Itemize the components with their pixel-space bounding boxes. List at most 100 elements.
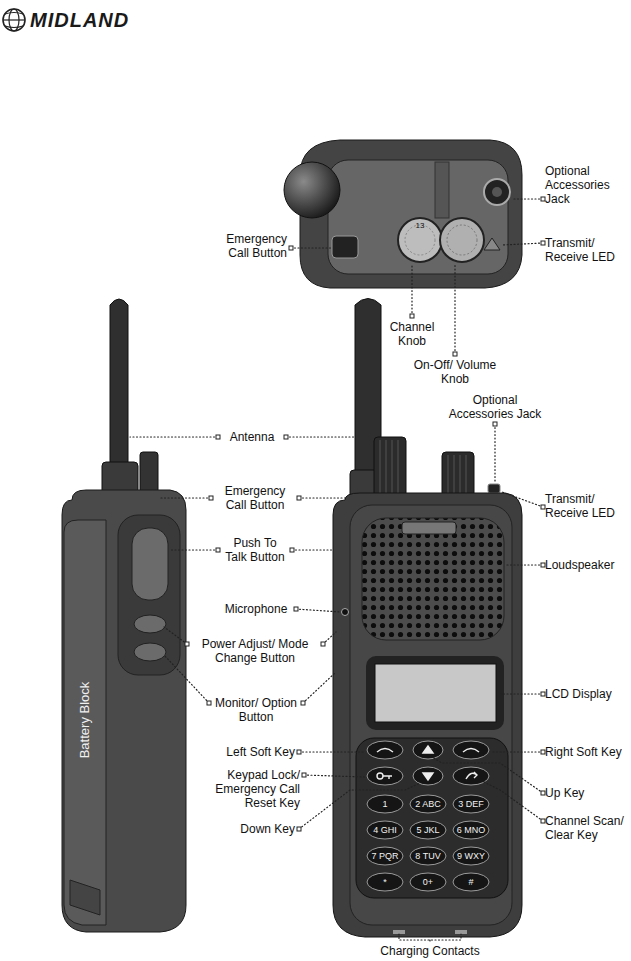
drawing-rect	[410, 314, 414, 318]
key-legend: 9 WXY	[453, 850, 489, 862]
drawing-circle	[447, 225, 477, 255]
side-view	[62, 299, 186, 932]
part-label: Left Soft Key	[205, 745, 295, 759]
drawing-path	[432, 757, 543, 793]
drawing-rect	[328, 160, 508, 274]
drawing-path	[292, 549, 333, 550]
drawing-rect	[294, 607, 298, 611]
part-label: Right Soft Key	[545, 745, 627, 759]
drawing-rect	[541, 750, 545, 754]
key-legend: 2 ABC	[410, 798, 446, 810]
drawing-path	[411, 264, 412, 316]
drawing-rect	[541, 692, 545, 696]
drawing-ellipse	[134, 615, 166, 633]
drawing-path	[448, 455, 466, 497]
drawing-rect	[290, 548, 294, 552]
drawing-rect	[493, 422, 497, 426]
drawing-ellipse	[453, 847, 489, 865]
drawing-rect	[185, 642, 189, 646]
drawing-rect	[541, 791, 545, 795]
drawing-rect	[216, 435, 220, 439]
drawing-rect	[297, 496, 301, 500]
drawing-path	[286, 436, 354, 437]
drawing-rect	[541, 563, 545, 567]
logo-globe	[3, 9, 25, 31]
drawing-rect	[442, 452, 474, 499]
drawing-rect	[541, 197, 545, 201]
dial-number: 13	[413, 221, 427, 230]
drawing-rect	[541, 819, 545, 823]
drawing-path	[304, 775, 365, 777]
drawing-ellipse	[367, 873, 403, 891]
key-legend: *	[367, 876, 403, 888]
key-legend: 7 PQR	[367, 850, 403, 862]
part-label: Transmit/ Receive LED	[545, 492, 627, 520]
drawing-rect	[402, 522, 456, 534]
drawing-rect	[453, 352, 457, 356]
drawing-rect	[541, 505, 545, 509]
drawing-path	[291, 247, 333, 248]
drawing-path	[498, 693, 543, 694]
part-label: Monitor/ Option Button	[212, 696, 300, 724]
drawing-circle	[3, 9, 25, 31]
drawing-ellipse	[367, 767, 403, 785]
drawing-rect	[374, 437, 406, 499]
key-legend: 4 GHI	[367, 824, 403, 836]
leader-markers	[185, 197, 545, 831]
drawing-path	[300, 140, 522, 288]
drawing-rect	[350, 505, 512, 925]
part-label: Charging Contacts	[360, 944, 500, 958]
drawing-path	[70, 880, 100, 915]
drawing-path	[423, 746, 433, 753]
drawing-line	[3, 19, 25, 20]
drawing-path	[160, 497, 211, 498]
drawing-rect	[297, 827, 301, 831]
drawing-path	[296, 609, 340, 612]
drawing-rect	[132, 528, 168, 600]
drawing-rect	[356, 738, 508, 898]
drawing-ellipse	[410, 821, 446, 839]
drawing-path	[502, 243, 543, 245]
drawing-ellipse	[410, 795, 446, 813]
part-label: Optional Accessories Jack	[545, 164, 627, 206]
drawing-rect	[435, 162, 449, 218]
drawing-rect	[207, 701, 211, 705]
drawing-path	[164, 627, 187, 644]
drawing-path	[383, 776, 392, 779]
part-label: Optional Accessories Jack	[445, 393, 545, 421]
drawing-path	[110, 299, 128, 470]
part-label: Microphone	[218, 602, 294, 616]
drawing-circle	[484, 179, 510, 205]
drawing-path	[170, 549, 218, 550]
drawing-path	[423, 773, 433, 780]
drawing-path	[333, 493, 522, 937]
drawing-path	[164, 655, 209, 703]
drawing-path	[130, 436, 218, 437]
drawing-ellipse	[413, 741, 443, 759]
drawing-ellipse	[367, 821, 403, 839]
drawing-path	[484, 238, 500, 250]
part-label: Channel Scan/ Clear Key	[545, 814, 627, 842]
key-legend: 3 DEF	[453, 798, 489, 810]
drawing-path	[494, 424, 495, 482]
drawing-ellipse	[410, 873, 446, 891]
drawing-circle	[440, 218, 484, 262]
drawing-path	[506, 564, 543, 565]
drawing-circle	[398, 218, 442, 262]
drawing-ellipse	[413, 767, 443, 785]
drawing-ellipse	[134, 643, 166, 661]
drawing-rect	[140, 452, 158, 496]
part-label: Channel Knob	[380, 320, 444, 348]
drawing-ellipse	[410, 847, 446, 865]
drawing-ellipse	[367, 741, 403, 759]
drawing-path	[512, 198, 543, 199]
drawing-path	[466, 772, 477, 779]
drawing-ellipse	[367, 847, 403, 865]
part-label: Power Adjust/ Mode Change Button	[190, 637, 320, 665]
drawing-path	[454, 264, 455, 354]
key-legend: 1	[367, 798, 403, 810]
part-label: Keypad Lock/ Emergency Call Reset Key	[200, 768, 300, 810]
battery-text: Battery Block	[77, 682, 93, 759]
part-label: Up Key	[545, 786, 627, 800]
drawing-path	[64, 520, 106, 925]
